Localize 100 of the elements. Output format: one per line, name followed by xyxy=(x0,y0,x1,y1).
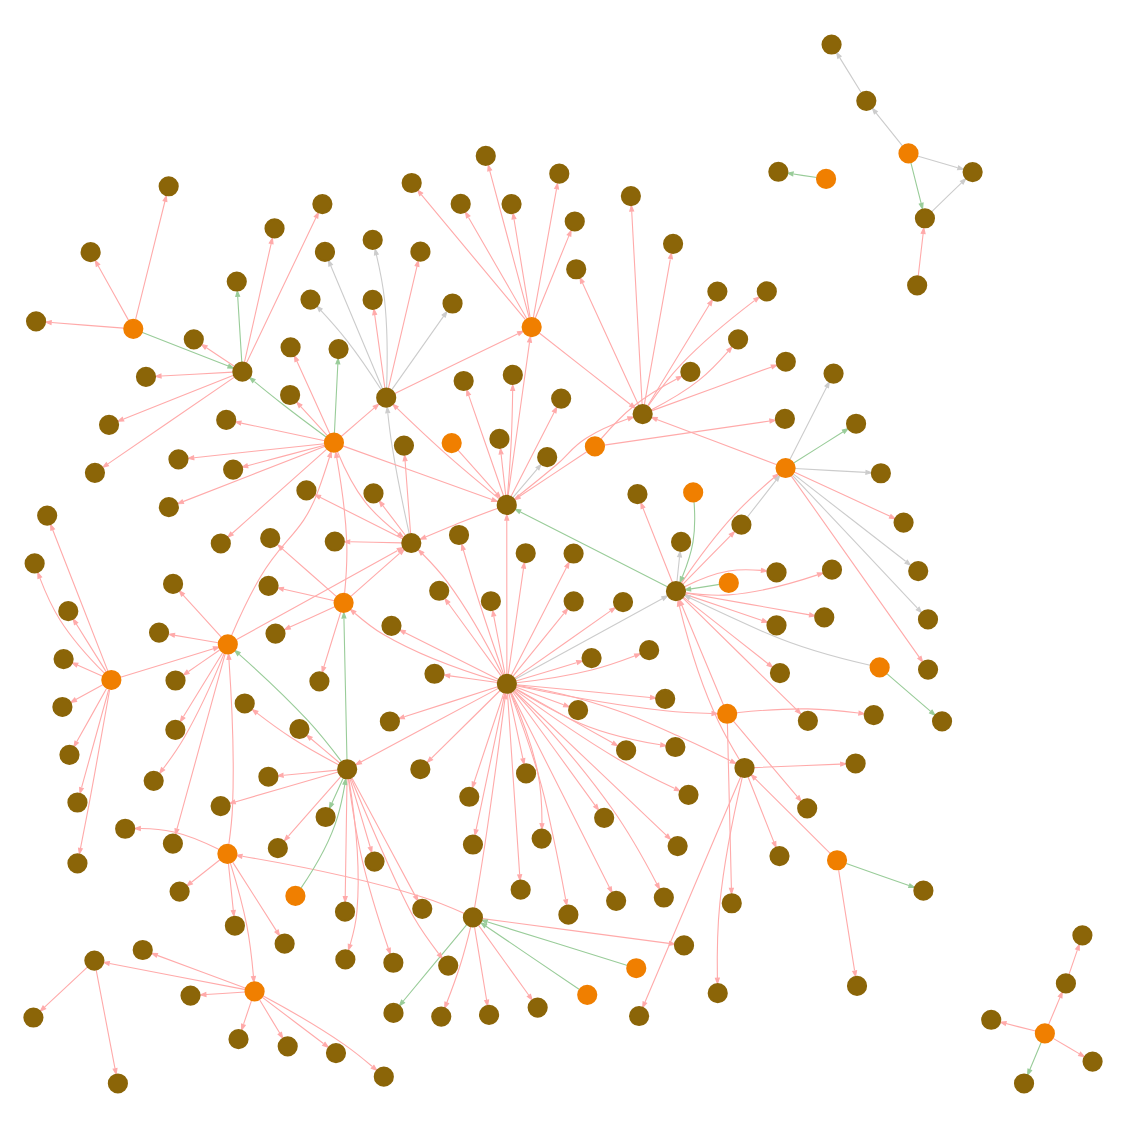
node-circle xyxy=(52,695,73,717)
node-circle xyxy=(364,850,385,871)
arrow xyxy=(334,449,348,593)
arrow xyxy=(676,548,683,582)
arrow xyxy=(514,687,620,746)
node-circle xyxy=(717,702,738,723)
arrow xyxy=(507,382,516,496)
node-circle xyxy=(309,670,330,691)
arrow xyxy=(398,923,468,1006)
node-circle xyxy=(412,897,433,918)
arrow xyxy=(507,334,533,495)
arrow xyxy=(94,258,130,321)
node-circle xyxy=(362,288,383,310)
arrow xyxy=(283,605,336,630)
node-circle xyxy=(527,996,548,1017)
node-circle xyxy=(627,483,648,504)
arrow xyxy=(73,687,108,748)
arrow xyxy=(683,593,871,665)
arrow xyxy=(241,999,253,1031)
node-circle xyxy=(620,184,641,206)
node-circle xyxy=(707,280,728,301)
arrow xyxy=(642,775,742,1009)
node-circle xyxy=(362,228,383,249)
arrow xyxy=(510,404,558,497)
node-circle xyxy=(826,849,848,870)
arrow xyxy=(321,610,342,673)
arrow xyxy=(512,462,543,498)
node-circle xyxy=(401,171,422,193)
arrow xyxy=(417,547,504,676)
arrow xyxy=(886,672,937,716)
node-circle xyxy=(232,360,253,381)
node-circle xyxy=(258,765,279,786)
arrow xyxy=(753,760,848,768)
arrow xyxy=(515,685,571,707)
node-circle xyxy=(564,210,585,231)
node-circle xyxy=(1034,1022,1055,1043)
arrow xyxy=(185,858,221,886)
arrow xyxy=(293,353,331,434)
arrow xyxy=(158,651,225,774)
node-circle xyxy=(163,572,184,594)
node-circle xyxy=(734,756,755,778)
node-circle xyxy=(132,938,153,960)
arrow xyxy=(95,968,118,1075)
arrow xyxy=(354,686,499,765)
arrow xyxy=(227,861,236,917)
arrow xyxy=(474,690,508,908)
node-circle xyxy=(381,614,402,635)
node-circle xyxy=(797,797,818,818)
arrow xyxy=(732,719,803,802)
node-circle xyxy=(563,590,584,611)
arrow xyxy=(471,691,505,789)
arrow xyxy=(248,375,327,437)
node-circle xyxy=(707,982,728,1003)
node-circle xyxy=(37,504,58,525)
arrow xyxy=(629,202,643,405)
node-circle xyxy=(502,363,523,384)
arrow xyxy=(910,160,924,210)
node-circle xyxy=(632,402,653,424)
node-circle xyxy=(566,258,587,279)
node-circle xyxy=(442,292,463,313)
arrow xyxy=(200,342,235,366)
arrow xyxy=(647,294,761,406)
arrow xyxy=(259,998,284,1039)
node-circle xyxy=(718,571,739,593)
arrow xyxy=(39,965,88,1012)
arrow xyxy=(510,690,613,894)
arrow xyxy=(373,246,388,389)
node-circle xyxy=(337,758,358,779)
arrow xyxy=(50,521,109,671)
node-circle xyxy=(673,934,695,955)
arrow xyxy=(511,210,531,317)
node-circle xyxy=(475,144,496,165)
node-circle xyxy=(816,167,837,188)
arrow xyxy=(679,500,696,583)
arrow xyxy=(418,506,499,539)
node-circle xyxy=(863,704,884,725)
node-circle xyxy=(521,315,542,337)
node-circle xyxy=(264,217,285,238)
node-circle xyxy=(280,383,301,405)
arrow xyxy=(72,616,107,672)
arrow xyxy=(232,860,281,937)
node-circle xyxy=(501,193,522,214)
node-circle xyxy=(59,743,80,764)
arrow xyxy=(1048,989,1063,1025)
arrow xyxy=(182,648,221,675)
arrow xyxy=(650,344,734,410)
arrow xyxy=(512,689,661,890)
arrow xyxy=(931,176,967,212)
node-circle xyxy=(333,591,354,612)
arrow xyxy=(515,683,658,700)
node-circle xyxy=(379,710,400,731)
node-circle xyxy=(431,1005,452,1026)
node-circle xyxy=(410,240,431,261)
arrow xyxy=(336,450,405,538)
node-circle xyxy=(496,493,517,515)
arrow xyxy=(736,707,867,715)
arrow xyxy=(480,918,629,966)
arrow xyxy=(226,651,234,844)
arrow xyxy=(513,507,668,587)
node-circle xyxy=(531,827,552,848)
